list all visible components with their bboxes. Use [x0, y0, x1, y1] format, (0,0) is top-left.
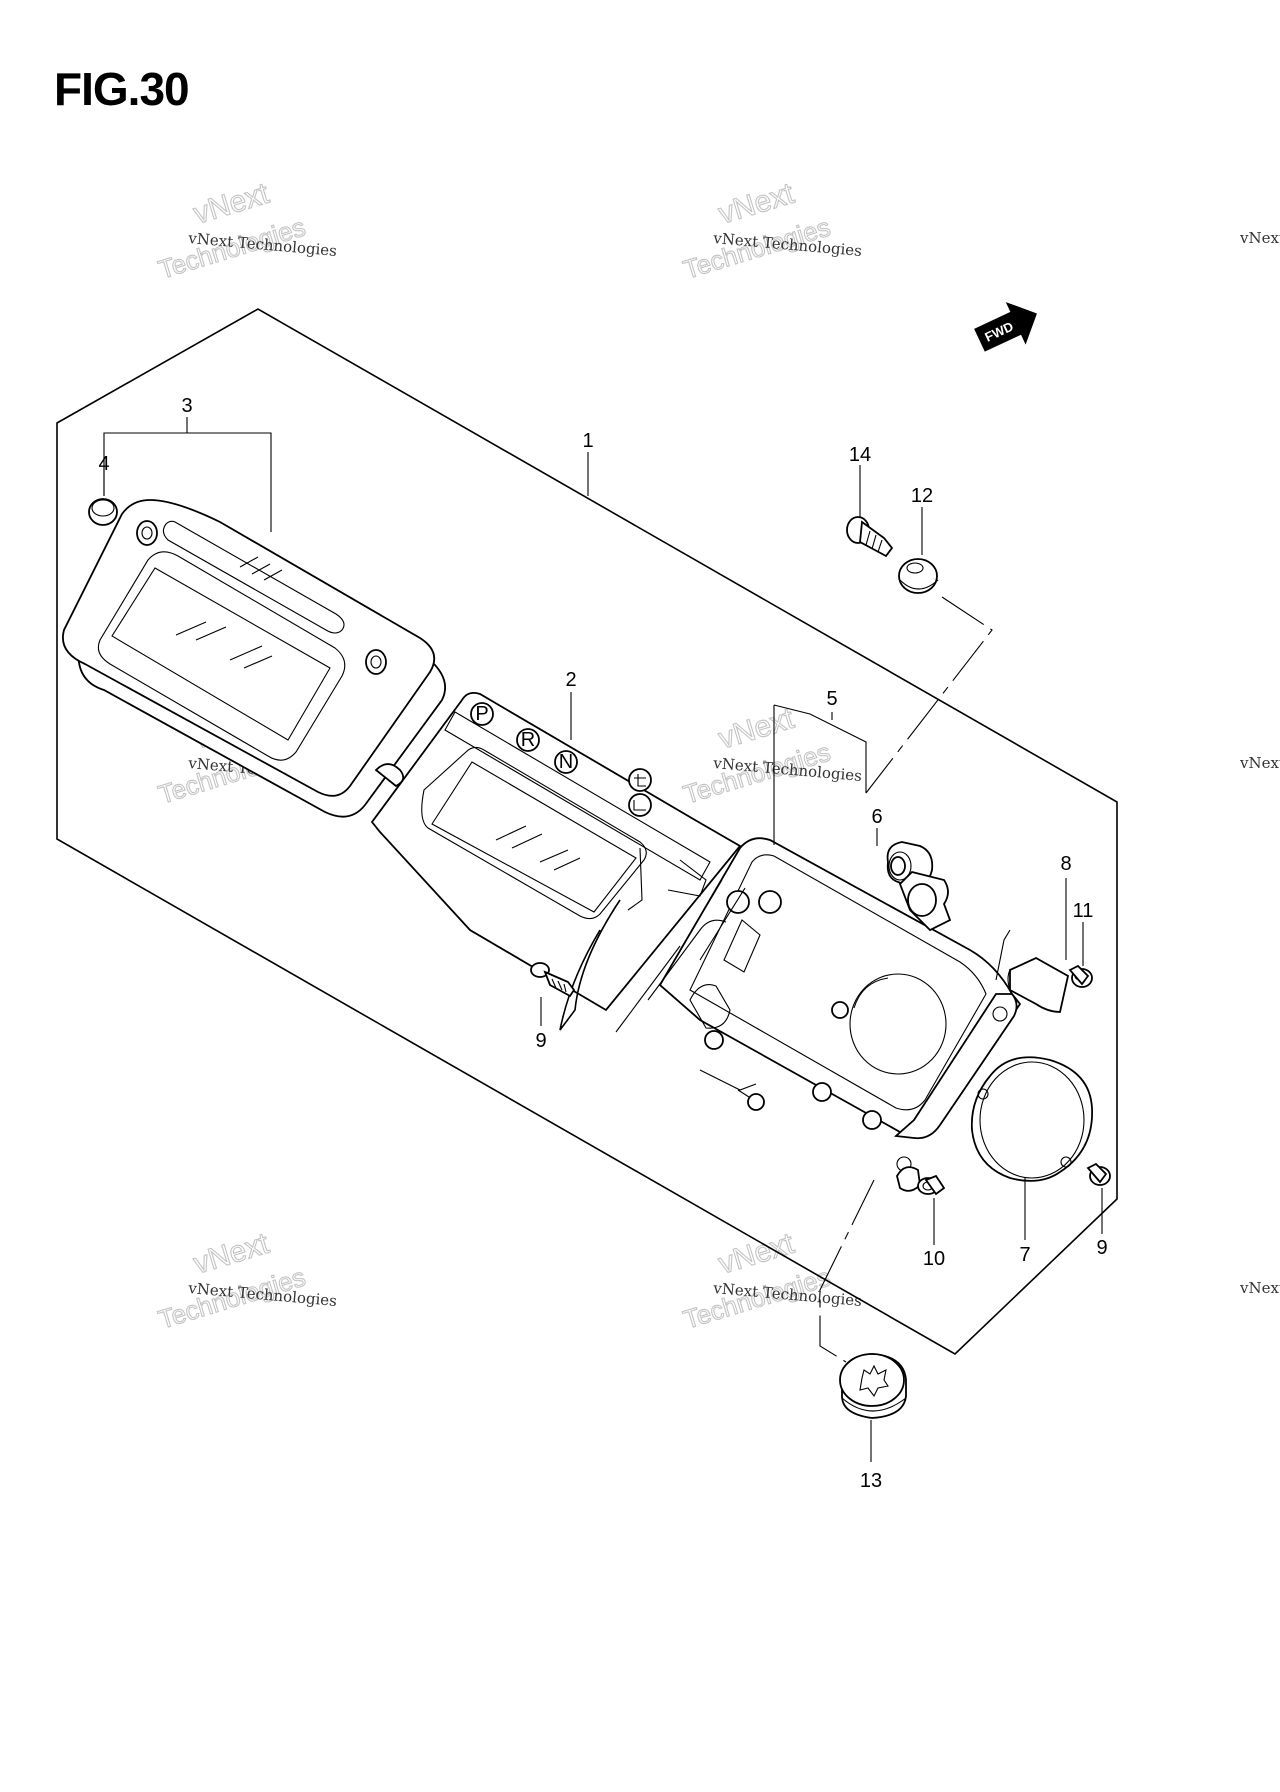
part-10-screw [917, 1174, 946, 1196]
leader-8b [995, 929, 1011, 981]
watermark-text-right-top: vNext Technologies [1239, 229, 1280, 247]
callout-labels: 3 4 1 2 5 6 8 11 14 12 9 10 7 9 13 [98, 395, 1107, 1492]
assembly-boundary [56, 308, 1118, 1355]
callout-9-right: 9 [1096, 1237, 1107, 1259]
callout-4: 4 [98, 453, 109, 475]
leader-3-4 [103, 417, 188, 496]
part-3-top-cover [62, 499, 446, 818]
part-13-knob [839, 1353, 907, 1419]
leader-5 [773, 704, 867, 793]
callout-10: 10 [923, 1248, 945, 1270]
leader-13 [819, 1179, 875, 1363]
indicator-n: N [559, 751, 573, 773]
watermark-top-center: vNext Technologies [679, 176, 834, 285]
watermark-text-right-bottom: vNext Technologies [1239, 1279, 1280, 1297]
part-14-bolt [846, 516, 894, 558]
callout-7: 7 [1019, 1244, 1030, 1266]
part-4-plug [88, 498, 118, 526]
callout-3: 3 [181, 395, 192, 417]
callout-14: 14 [849, 444, 871, 466]
callout-9-left: 9 [535, 1030, 546, 1052]
watermark-top-left: vNext Technologies [154, 176, 309, 285]
callout-6: 6 [871, 806, 882, 828]
leader-lines [103, 417, 1103, 1462]
part-12-washer [898, 558, 939, 594]
part-5-meter-case [615, 837, 1022, 1192]
part-7-ring [970, 1056, 1093, 1182]
part-8-pad [1007, 956, 1070, 1013]
part-9-screw-left [530, 962, 576, 998]
callout-12: 12 [911, 485, 933, 507]
indicator-p: P [475, 703, 488, 725]
callout-5: 5 [826, 688, 837, 710]
figure-title: FIG.30 [54, 63, 190, 115]
indicator-r: R [521, 729, 535, 751]
watermark-mid-center: vNext Technologies [679, 701, 834, 810]
watermark-bottom-left: vNext Technologies [154, 1226, 309, 1335]
fwd-arrow-icon: FWD [974, 302, 1037, 352]
callout-11: 11 [1073, 900, 1094, 922]
callout-2: 2 [565, 669, 576, 691]
part-9-screw-right [1086, 1162, 1111, 1186]
bulb-socket [898, 871, 952, 932]
leader-12 [865, 596, 993, 794]
callout-1: 1 [582, 430, 593, 452]
callout-13: 13 [860, 1470, 882, 1492]
part-11-screw [1068, 964, 1093, 988]
fwd-arrow-shape [974, 302, 1037, 352]
watermark-text-right-mid: vNext Technologies [1239, 754, 1280, 772]
callout-8: 8 [1060, 853, 1071, 875]
leader-3 [187, 432, 272, 532]
part-2-display-panel: P R N [370, 691, 742, 1031]
